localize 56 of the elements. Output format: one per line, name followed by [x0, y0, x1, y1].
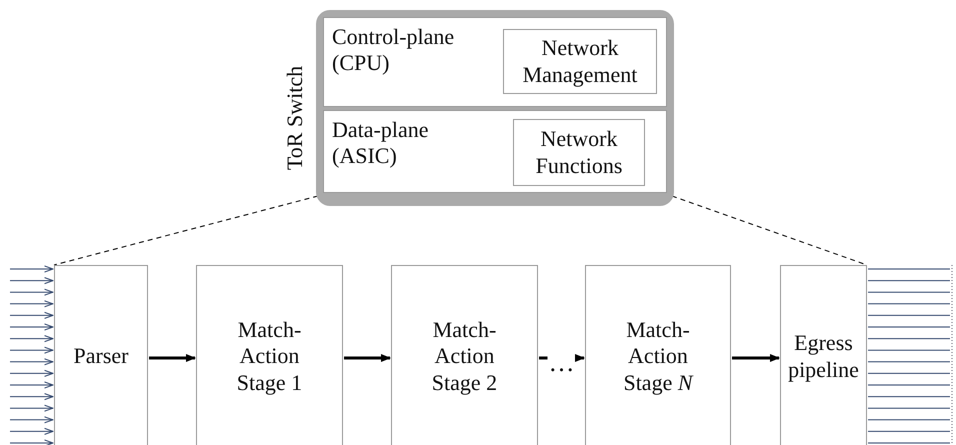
input-arrow [10, 277, 54, 284]
output-line [868, 314, 950, 316]
output-line [868, 396, 950, 398]
output-line [868, 338, 950, 340]
stage-label: Match-Action Stage N [622, 316, 694, 396]
input-arrow [10, 335, 54, 342]
switch-title: ToR Switch [282, 66, 308, 170]
input-arrow [10, 300, 54, 308]
input-arrow [10, 382, 54, 388]
pipeline-stage-box [54, 265, 148, 445]
input-arrow [10, 440, 54, 445]
function-label: Network Functions [534, 126, 624, 179]
input-arrow [10, 288, 54, 296]
output-line [868, 372, 950, 374]
plane-label: Control-plane (CPU) [332, 24, 456, 77]
output-line [868, 292, 950, 293]
stage-label: Match-Action Stage 2 [430, 316, 498, 396]
function-box [513, 119, 645, 186]
stage-label: Match-Action Stage 1 [236, 316, 304, 396]
dashed-connector [54, 196, 318, 266]
arrow [538, 354, 586, 362]
output-line [868, 430, 950, 432]
input-arrow [10, 358, 54, 366]
output-line [868, 280, 950, 282]
input-arrow [10, 312, 54, 319]
output-line [868, 442, 950, 444]
input-arrow [10, 428, 54, 435]
output-line [868, 384, 950, 386]
output-line [868, 326, 950, 328]
pipeline-stage-box [780, 265, 867, 445]
output-line [868, 361, 950, 362]
pipeline-stage-box [391, 265, 538, 445]
function-box [503, 29, 657, 94]
function-label: Network Management [522, 35, 638, 88]
stage-label: Egress pipeline [787, 330, 860, 383]
arrow [344, 354, 391, 362]
plane-panel [323, 17, 667, 107]
arrow [732, 354, 780, 362]
input-arrow [10, 346, 54, 354]
input-arrow [10, 404, 54, 412]
output-line [868, 268, 950, 270]
output-line [868, 350, 950, 351]
pipeline-stage-box [196, 265, 343, 445]
input-arrow [10, 266, 54, 272]
input-arrow [10, 324, 54, 330]
stage-label: Parser [74, 343, 128, 370]
input-arrow [10, 393, 54, 400]
input-arrow [10, 370, 54, 377]
input-arrow [10, 416, 54, 424]
pipeline-stage-box [585, 265, 731, 445]
plane-label: Data-plane (ASIC) [332, 117, 430, 170]
output-line [868, 408, 950, 409]
arrow [149, 354, 196, 362]
output-line [868, 419, 950, 420]
plane-panel [323, 110, 667, 193]
output-line [868, 303, 950, 304]
